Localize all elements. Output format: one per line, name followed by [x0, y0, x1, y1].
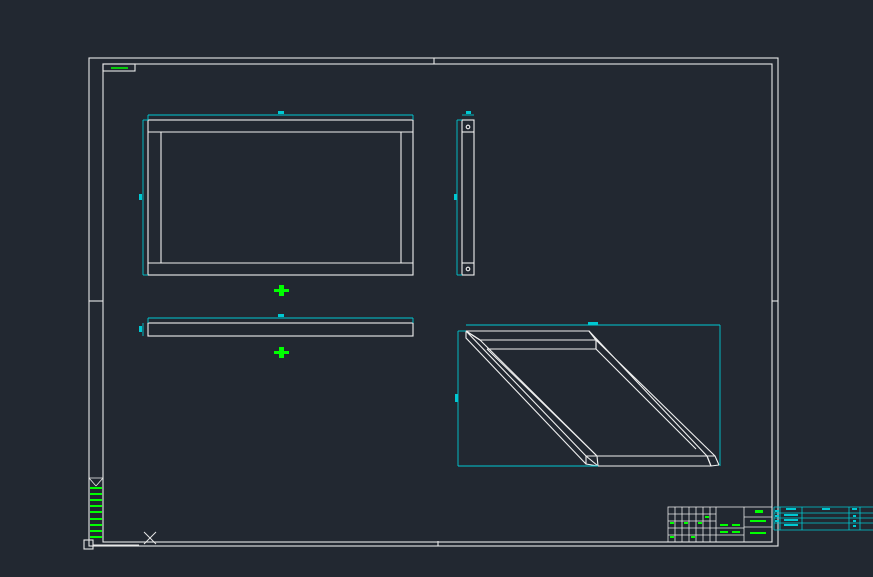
front-view-label	[274, 285, 289, 296]
top-view-label	[274, 347, 289, 358]
left-revision-strip	[88, 477, 104, 538]
dimension-text	[455, 394, 458, 402]
title-block[interactable]	[667, 506, 773, 543]
dimension-text	[278, 111, 284, 114]
dimension-text	[588, 322, 598, 325]
ucs-cross-icon	[143, 531, 157, 545]
dimension-text	[139, 194, 142, 200]
front-view[interactable]	[139, 111, 414, 276]
side-view[interactable]	[454, 111, 475, 276]
parts-list[interactable]	[773, 506, 873, 531]
isometric-view[interactable]	[455, 322, 721, 467]
dimension-text	[139, 326, 142, 332]
front-view-dimensions	[142, 114, 414, 276]
sheet-border	[83, 57, 779, 550]
dimension-text	[278, 314, 284, 317]
dimension-text	[454, 194, 457, 200]
top-view[interactable]	[139, 314, 414, 337]
dimension-text	[466, 111, 471, 114]
